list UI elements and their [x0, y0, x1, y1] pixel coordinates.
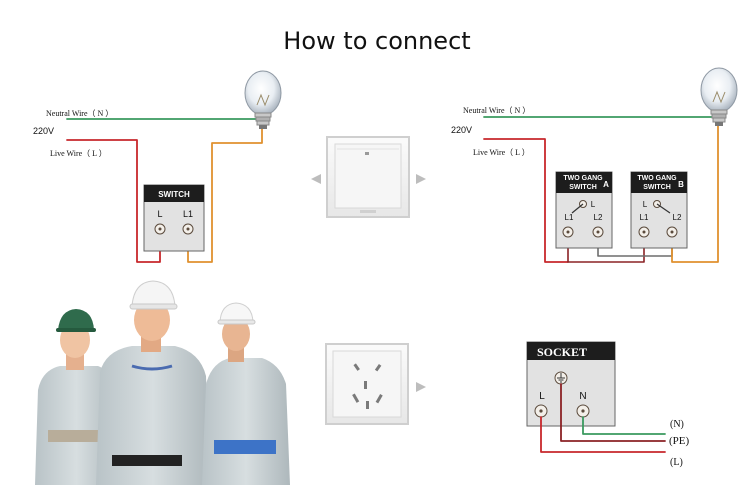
switch-b-title-line1: TWO GANG [637, 175, 677, 182]
neutral-wire-label: Neutral Wire（ N ） [46, 109, 113, 118]
switch-box-header [144, 185, 204, 202]
two-gang-neutral-wire-label: Neutral Wire（ N ） [463, 106, 530, 115]
two-gang-live-wire-label: Live Wire（ L ） [473, 148, 530, 157]
worker-middle [96, 280, 210, 485]
terminal-label-l1: L1 [183, 209, 193, 219]
switch-a-title-line2: SWITCH [569, 184, 597, 191]
worker-right [202, 302, 290, 485]
switch-box-title: SWITCH [158, 190, 190, 199]
socket-wire-label-n: (N) [670, 419, 684, 430]
switch-a-tag: A [603, 180, 609, 189]
switch-b-label-l1: L1 [640, 213, 649, 222]
socket-box-header [527, 342, 615, 360]
switch-a-label-l: L [591, 200, 596, 209]
voltage-label: 220V [33, 126, 54, 136]
single-switch-diagram: Neutral Wire（ N ） 220V Live Wire（ L ） SW… [33, 70, 282, 263]
socket-live-wire [540, 416, 666, 453]
switch-a-title-line1: TWO GANG [563, 175, 603, 182]
wall-switch-panel-icon [311, 136, 426, 218]
switch-a-label-l1: L1 [565, 213, 574, 222]
workers-photo [35, 280, 290, 485]
switch-b-title-line2: SWITCH [643, 184, 671, 191]
socket-neutral-wire [582, 416, 666, 435]
socket-wire-label-pe: (PE) [669, 435, 690, 447]
two-gang-diagram: Neutral Wire（ N ） 220V Live Wire（ L ） TW… [451, 67, 738, 263]
terminal-label-l: L [157, 209, 162, 219]
two-gang-live-wire [483, 138, 569, 263]
switched-wire [187, 127, 263, 263]
page-title: How to connect [283, 27, 470, 55]
two-gang-voltage-label: 220V [451, 125, 472, 135]
live-wire-label: Live Wire（ L ） [50, 149, 107, 158]
arrow-right-icon [416, 174, 426, 184]
switch-b-tag: B [678, 180, 684, 189]
light-bulb-icon [244, 70, 282, 130]
wall-socket-panel-icon [325, 343, 426, 425]
two-gang-switch-a-header [556, 172, 612, 193]
socket-wire-label-l: (L) [670, 457, 683, 468]
socket-box-title: SOCKET [537, 345, 587, 359]
socket-label-n: N [579, 391, 586, 402]
socket-arrow-right-icon [416, 382, 426, 392]
arrow-left-icon [311, 174, 321, 184]
two-gang-switch-b-header [631, 172, 687, 193]
switch-a-label-l2: L2 [594, 213, 603, 222]
socket-label-l: L [539, 391, 545, 402]
switch-b-label-l2: L2 [673, 213, 682, 222]
socket-ground-wire [560, 383, 666, 442]
ground-icon [554, 371, 568, 385]
switch-b-label-l: L [643, 200, 648, 209]
socket-diagram: SOCKET L N (N) (PE) (L) [526, 341, 690, 468]
